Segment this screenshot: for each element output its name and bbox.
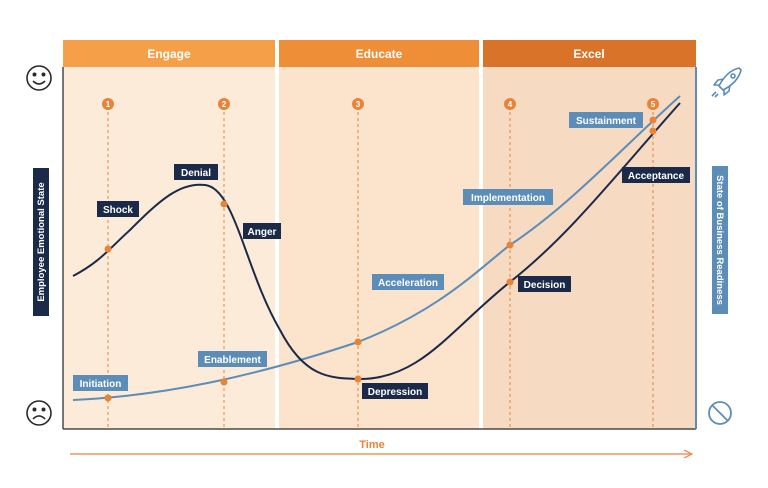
svg-text:Anger: Anger	[248, 227, 277, 238]
svg-text:Initiation: Initiation	[80, 379, 122, 390]
label-decision: Decision	[518, 276, 571, 292]
milestone-number: 2	[222, 100, 227, 109]
svg-text:Decision: Decision	[524, 280, 566, 291]
svg-text:Acceleration: Acceleration	[378, 278, 438, 289]
label-initiation: Initiation	[73, 375, 128, 391]
milestone-number: 4	[508, 100, 513, 109]
phase-bg-engage	[63, 67, 275, 429]
svg-text:Acceptance: Acceptance	[628, 171, 685, 182]
phase-bg-educate	[279, 67, 479, 429]
milestone-marker-3: 3	[352, 98, 364, 110]
milestone-marker-1: 1	[102, 98, 114, 110]
happy-face-icon	[26, 65, 52, 91]
label-acceptance: Acceptance	[622, 167, 690, 183]
label-anger: Anger	[243, 223, 281, 239]
svg-text:Sustainment: Sustainment	[576, 116, 637, 127]
marker-decision	[506, 278, 514, 286]
milestone-number: 1	[106, 100, 111, 109]
marker-shock	[104, 245, 112, 253]
marker-depression	[354, 375, 362, 383]
milestone-marker-4: 4	[504, 98, 516, 110]
right-axis-label: State of Business Readiness	[712, 166, 728, 314]
sad-face-icon	[26, 400, 52, 426]
phase-header-educate	[279, 40, 479, 67]
phase-label-excel: Excel	[573, 47, 604, 61]
svg-text:Denial: Denial	[181, 168, 211, 179]
time-axis: Time	[70, 439, 694, 459]
time-label: Time	[359, 439, 384, 451]
phase-label-engage: Engage	[147, 47, 191, 61]
phase-header-engage	[63, 40, 275, 67]
phase-header-excel	[483, 40, 696, 67]
marker-enablement	[220, 378, 228, 386]
milestone-number: 3	[356, 100, 361, 109]
employee-emotion-curve	[72, 102, 681, 381]
label-acceleration: Acceleration	[372, 274, 444, 290]
label-depression: Depression	[362, 383, 428, 399]
left-axis-label: Employee Emotional State	[33, 168, 49, 316]
marker-acceptance	[649, 127, 657, 135]
svg-text:Shock: Shock	[103, 205, 133, 216]
milestone-number: 5	[651, 100, 656, 109]
business-readiness-curve	[72, 95, 681, 401]
milestone-marker-2: 2	[218, 98, 230, 110]
label-sustainment: Sustainment	[569, 112, 643, 128]
rocket-icon	[711, 67, 742, 98]
svg-text:Implementation: Implementation	[471, 193, 545, 204]
svg-text:State of Business Readiness: State of Business Readiness	[714, 175, 725, 305]
label-denial: Denial	[174, 164, 218, 180]
marker-acceleration	[354, 338, 362, 346]
prohibited-icon	[708, 401, 732, 425]
marker-implementation	[506, 241, 514, 249]
phase-label-educate: Educate	[356, 47, 403, 61]
svg-text:Enablement: Enablement	[204, 355, 261, 366]
svg-text:Employee Emotional State: Employee Emotional State	[36, 182, 47, 301]
marker-anger	[220, 200, 228, 208]
marker-initiation	[104, 394, 112, 402]
svg-text:Depression: Depression	[368, 387, 422, 398]
label-implementation: Implementation	[463, 189, 553, 205]
milestone-marker-5: 5	[647, 98, 659, 110]
marker-sustainment	[649, 116, 657, 124]
label-enablement: Enablement	[198, 351, 267, 367]
label-shock: Shock	[97, 201, 139, 217]
